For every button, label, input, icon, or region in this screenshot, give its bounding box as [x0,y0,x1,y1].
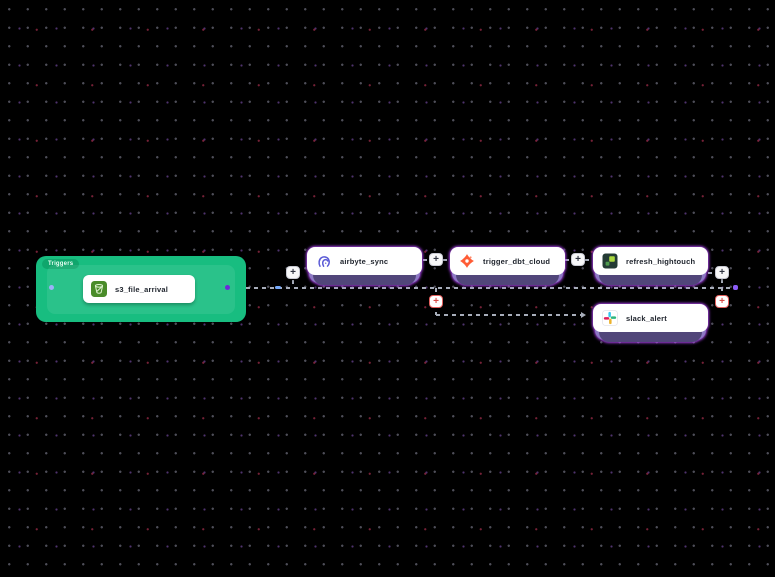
add-task-button-between-dbt-hightouch[interactable]: + [571,253,585,266]
add-task-button-between-airbyte-dbt[interactable]: + [429,253,443,266]
add-alert-task-button-after-slack[interactable]: + [715,295,729,308]
node-airbyte-sync[interactable]: airbyte_sync [307,247,422,287]
edge-stub-hightouch-out [708,272,716,274]
hightouch-icon [602,253,618,269]
edge-arrowhead-slack [581,311,586,318]
pipeline-end-handle[interactable] [733,285,738,290]
edge-stub-trigger [292,280,294,288]
edge-mark-blue [275,286,281,289]
node-label: slack_alert [626,313,667,323]
edge-alert-branch [436,314,582,316]
add-task-button-after-hightouch[interactable]: + [715,266,729,279]
airbyte-icon [316,253,332,269]
node-card-refresh-hightouch[interactable]: refresh_hightouch [593,247,708,275]
node-label: airbyte_sync [340,256,389,266]
slack-icon [602,310,618,326]
node-card-airbyte-sync[interactable]: airbyte_sync [307,247,422,275]
edge-stub-dbt-hightouch-right [585,259,593,261]
edge-main-spine [246,287,733,289]
node-label: trigger_dbt_cloud [483,256,551,266]
edge-stub-airbyte-dbt-right [443,259,450,261]
node-label: refresh_hightouch [626,256,696,266]
trigger-input-handle[interactable] [49,285,54,290]
node-card-trigger-dbt-cloud[interactable]: trigger_dbt_cloud [450,247,565,275]
dbt-icon [459,253,475,269]
trigger-task-s3-file-arrival[interactable]: s3_file_arrival [83,275,195,303]
node-refresh-hightouch[interactable]: refresh_hightouch [593,247,708,287]
node-card-slack-alert[interactable]: slack_alert [593,304,708,332]
edge-merge-right [721,279,723,297]
edge-stub-dbt-hightouch-left [565,259,572,261]
trigger-block[interactable]: Triggers s3_file_arrival [36,256,246,322]
edge-stub-airbyte-dbt-left [423,259,430,261]
s3-icon [91,281,107,297]
trigger-output-handle[interactable] [225,285,230,290]
trigger-badge: Triggers [42,259,80,269]
trigger-task-label: s3_file_arrival [115,284,169,294]
add-task-button-after-trigger[interactable]: + [286,266,300,279]
node-trigger-dbt-cloud[interactable]: trigger_dbt_cloud [450,247,565,287]
node-slack-alert[interactable]: slack_alert [593,304,708,344]
add-alert-task-button-branch[interactable]: + [429,295,443,308]
